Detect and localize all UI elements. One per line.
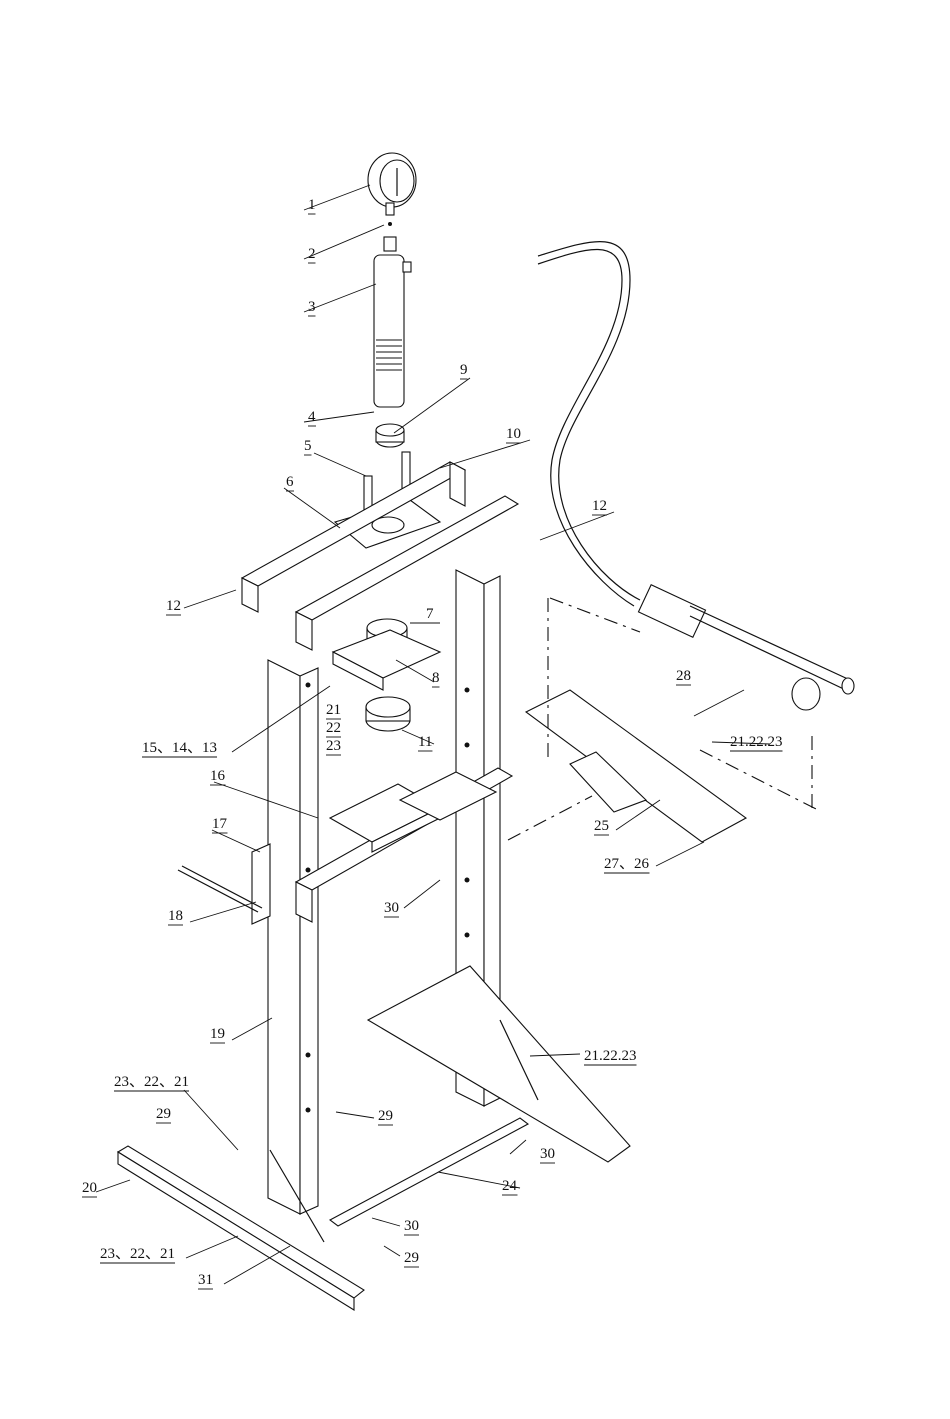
left-base-foot-drawing bbox=[118, 1146, 364, 1310]
callout-30-mid: 30 bbox=[384, 900, 399, 916]
callout-9: 9 bbox=[460, 362, 468, 378]
fitting-drawing bbox=[384, 222, 396, 251]
hydraulic-cylinder-drawing bbox=[374, 255, 411, 407]
callout-21-22-23-pump: 21.22.23 bbox=[730, 734, 783, 750]
callout-16: 16 bbox=[210, 768, 226, 784]
callout-15-14-13: 15、14、13 bbox=[142, 740, 217, 756]
leader-lines bbox=[96, 185, 770, 1284]
callout-30-base: 30 bbox=[540, 1146, 555, 1162]
press-plate-assembly-drawing bbox=[333, 619, 440, 731]
callout-6: 6 bbox=[286, 474, 294, 490]
callout-17: 17 bbox=[212, 816, 228, 832]
callout-18: 18 bbox=[168, 908, 183, 924]
left-column-drawing bbox=[268, 660, 318, 1214]
callout-29-left: 29 bbox=[156, 1106, 171, 1122]
pump-mount-bracket-drawing bbox=[526, 690, 746, 842]
callout-28: 28 bbox=[676, 668, 691, 684]
callout-23-22-21-upper: 23、22、21 bbox=[114, 1074, 189, 1090]
callout-10: 10 bbox=[506, 426, 521, 442]
callout-7: 7 bbox=[426, 606, 434, 622]
callout-19: 19 bbox=[210, 1026, 225, 1042]
callout-31: 31 bbox=[198, 1272, 213, 1288]
saddle-drawing bbox=[376, 424, 404, 447]
callout-21: 21 bbox=[326, 702, 341, 718]
callout-29-mid: 29 bbox=[378, 1108, 393, 1124]
callout-1: 1 bbox=[308, 197, 316, 213]
callout-20: 20 bbox=[82, 1180, 97, 1196]
callout-21-22-23-base: 21.22.23 bbox=[584, 1048, 637, 1064]
callout-11: 11 bbox=[418, 734, 432, 750]
callout-22: 22 bbox=[326, 720, 341, 736]
callout-12-left: 12 bbox=[166, 598, 181, 614]
callout-3: 3 bbox=[308, 299, 316, 315]
callout-25: 25 bbox=[594, 818, 609, 834]
callout-23: 23 bbox=[326, 738, 341, 754]
callout-12-right: 12 bbox=[592, 498, 607, 514]
callout-2: 2 bbox=[308, 246, 316, 262]
callout-4: 4 bbox=[308, 409, 316, 425]
hand-pump-drawing bbox=[538, 242, 854, 710]
callout-5: 5 bbox=[304, 438, 312, 454]
callout-30-bottom: 30 bbox=[404, 1218, 419, 1234]
pressure-gauge-drawing bbox=[368, 153, 416, 215]
callout-8: 8 bbox=[432, 670, 440, 686]
callout-29-bottom: 29 bbox=[404, 1250, 419, 1266]
callout-27-26: 27、26 bbox=[604, 856, 650, 872]
callout-23-22-21-lower: 23、22、21 bbox=[100, 1246, 175, 1262]
callout-labels: 1 2 3 4 5 6 7 8 9 10 11 12 12 15、14、13 1… bbox=[82, 197, 783, 1289]
callout-24: 24 bbox=[502, 1178, 518, 1194]
